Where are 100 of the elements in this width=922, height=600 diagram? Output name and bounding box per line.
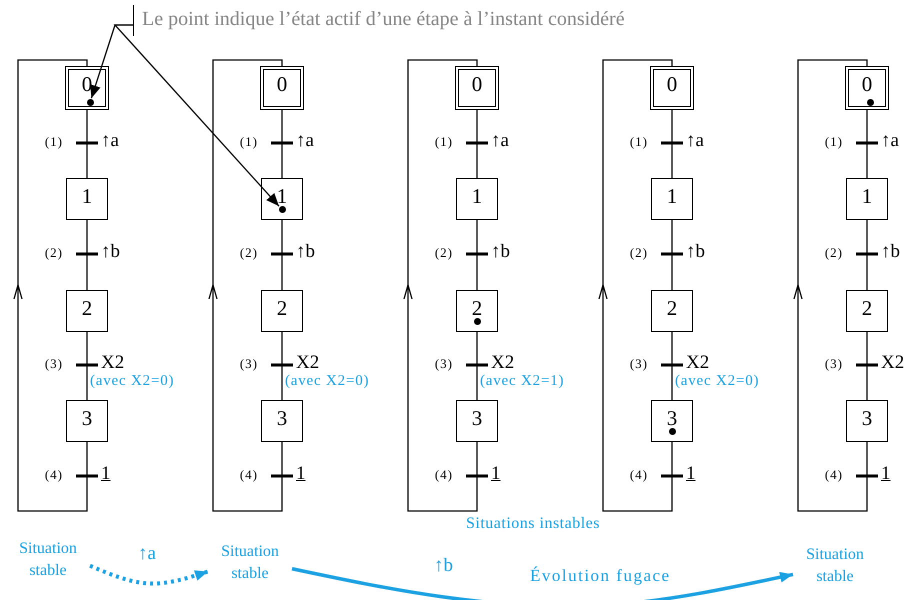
situation-label: Situation stable [6,538,90,583]
step-box [651,400,693,442]
link-line [671,332,673,400]
transition-number: (4) [238,468,258,482]
step-number: 1 [80,185,94,207]
annotation-text: Le point indique l’état actif d’une étape à l’instant considéré [133,5,625,36]
link-line [671,110,673,178]
step-number: 1 [276,185,288,207]
step-number: 2 [860,297,874,319]
initial-step-box [845,66,889,110]
condition-note: (avec X2=0) [285,373,370,390]
step-number: 0 [666,73,678,95]
link-line [86,332,88,400]
active-step-dot [474,318,480,325]
link-line [866,220,868,290]
step-number: 1 [860,185,874,207]
active-step-dot [278,206,286,213]
step-number: 2 [470,297,484,319]
link-line [281,110,283,178]
condition-note: (avec X2=0) [675,373,760,390]
transition-condition: ↑a [686,131,704,152]
transition-condition: ↑a [491,131,509,152]
link-line [476,110,478,178]
evolution-caption: Évolution fugace [530,567,671,586]
step-box [651,290,693,332]
transition-number: (3) [434,357,453,372]
step-box [456,290,498,332]
link-line [281,220,283,290]
step-number: 0 [470,73,484,95]
transition-number: (2) [628,246,648,260]
transition-number: (2) [434,246,453,260]
step-number: 3 [276,407,288,429]
transition-number: (3) [628,357,648,372]
transition-condition: X2 [881,353,904,374]
step-number: 3 [666,407,678,429]
transition-number: (1) [824,135,843,150]
step-number: 0 [80,73,94,95]
transition-number: (3) [824,357,843,372]
link-line [866,332,868,400]
step-box [66,290,108,332]
link-line [476,332,478,400]
transition-number: (3) [44,357,63,372]
link-line [476,220,478,290]
initial-step-box [65,66,109,110]
step-number: 2 [276,297,288,319]
step-box [66,178,108,220]
situation-label: Situation stable [208,541,292,586]
active-step-dot [86,99,94,106]
transition-number: (3) [238,357,258,372]
initial-step-box [650,66,694,110]
transition-number: (4) [628,468,648,482]
transition-number: (4) [824,468,843,482]
step-number: 2 [80,297,94,319]
step-number: 0 [860,73,874,95]
transition-number: (2) [238,246,258,260]
condition-note: (avec X2=0) [90,373,174,390]
initial-step-box [455,66,499,110]
condition-note: (avec X2=1) [480,373,564,390]
active-step-dot [668,428,676,435]
transition-condition: X2 [491,353,514,374]
active-step-dot [866,99,874,106]
step-box [846,178,888,220]
step-box [66,400,108,442]
transition-condition: ↑b [686,242,705,263]
step-box [456,400,498,442]
link-line [866,110,868,178]
transition-condition: 1 [491,464,500,485]
transition-condition: ↑a [881,131,899,152]
step-number: 3 [470,407,484,429]
transition-number: (1) [434,135,453,150]
situation-label: Situation stable [793,544,877,589]
step-number: 1 [666,185,678,207]
transition-condition: 1 [881,464,890,485]
leader-line [114,24,280,207]
transition-condition: X2 [686,353,710,374]
transition-condition: X2 [296,353,320,374]
step-number: 0 [276,73,288,95]
link-line [281,332,283,400]
transition-condition: ↑a [101,131,119,152]
step-box [261,290,303,332]
transition-number: (2) [824,246,843,260]
transition-number: (1) [44,135,63,150]
transition-number: (4) [434,468,453,482]
link-line [86,220,88,290]
step-box [651,178,693,220]
transition-condition: X2 [101,353,124,374]
step-box [261,400,303,442]
transition-condition: ↑b [491,242,510,263]
step-box [846,290,888,332]
transition-condition: 1 [296,464,306,485]
transition-condition: 1 [686,464,696,485]
step-number: 3 [860,407,874,429]
transition-arrow [292,567,794,600]
dotted-arrow [89,564,209,586]
transition-condition: ↑b [101,242,120,263]
transition-condition: ↑b [881,242,900,263]
step-box [846,400,888,442]
transition-condition: 1 [101,464,110,485]
transition-condition: ↑b [296,242,315,263]
transition-number: (1) [628,135,648,150]
